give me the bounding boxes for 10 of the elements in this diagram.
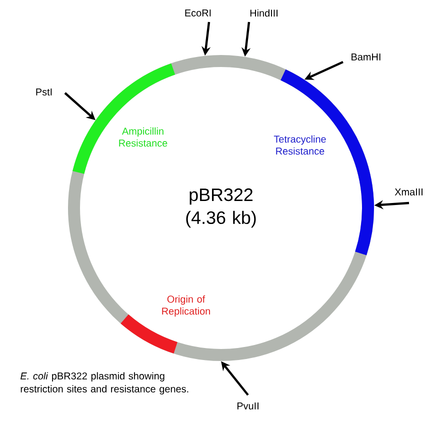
site-label: EcoRI	[185, 10, 211, 16]
gene-label: Ampicillin Resistance	[119, 127, 168, 147]
caption: E. coli pBR322 plasmid showing restriction sites and resistance genes.	[20, 372, 188, 394]
site-label: HindIII	[250, 9, 278, 17]
site-label: PvuII	[237, 402, 258, 410]
gene-label: Origin of Replication	[162, 295, 210, 317]
site-label: BamHI	[352, 54, 380, 60]
site-label: PstI	[36, 88, 52, 96]
site-label: XmaIII	[394, 188, 422, 196]
gene-label: Tetracycline Resistance	[274, 135, 326, 155]
